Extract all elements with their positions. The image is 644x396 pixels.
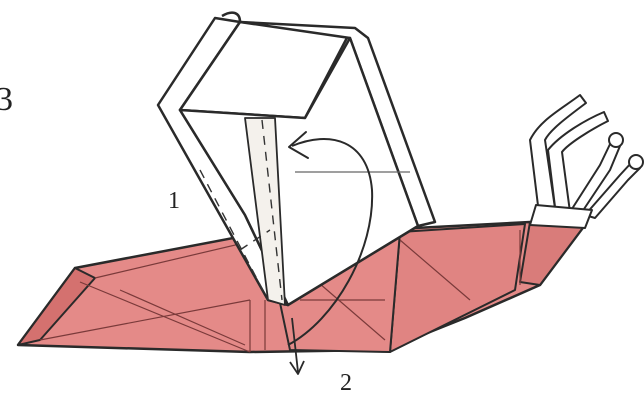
step-number: 3 <box>0 81 13 118</box>
antenna-tip-2 <box>629 155 643 169</box>
body-front-flap <box>520 222 585 285</box>
fold-label-1: 1 <box>168 188 180 214</box>
head-base <box>530 205 592 228</box>
snail-antennae <box>530 95 643 228</box>
body-mid-panel <box>390 224 525 352</box>
antenna-tip-1 <box>609 133 623 147</box>
fold-label-2: 2 <box>340 370 352 396</box>
